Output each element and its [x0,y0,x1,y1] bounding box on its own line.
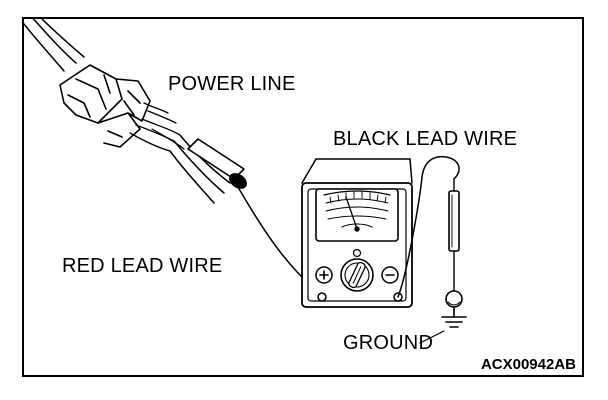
red-lead-wire-label: RED LEAD WIRE [62,255,223,277]
analog-display [315,188,399,242]
ground-probe [445,178,463,308]
back-probe [187,138,247,189]
figure-reference-code: ACX00942AB [480,356,576,373]
negative-terminal [381,266,399,284]
ground-leader-line [419,330,445,344]
figure-frame: POWER LINE BLACK LEAD WIRE RED LEAD WIRE… [22,17,584,377]
range-selector-knob [340,258,374,292]
harness-cable [24,19,85,72]
scale-ticks [329,191,387,204]
multimeter [301,158,413,308]
ground-symbol [441,306,467,328]
zero-adjust-screw [352,248,362,258]
black-lead-wire [397,155,460,298]
power-line-label: POWER LINE [168,73,296,95]
red-lead-post [317,292,327,302]
power-line-wires [169,134,231,204]
ground-label: GROUND [343,332,434,354]
wiring-diagram [24,19,467,344]
connector-housing [59,64,151,148]
positive-terminal [315,266,333,284]
connector-wires [129,102,185,152]
black-lead-wire-label: BLACK LEAD WIRE [333,128,518,150]
